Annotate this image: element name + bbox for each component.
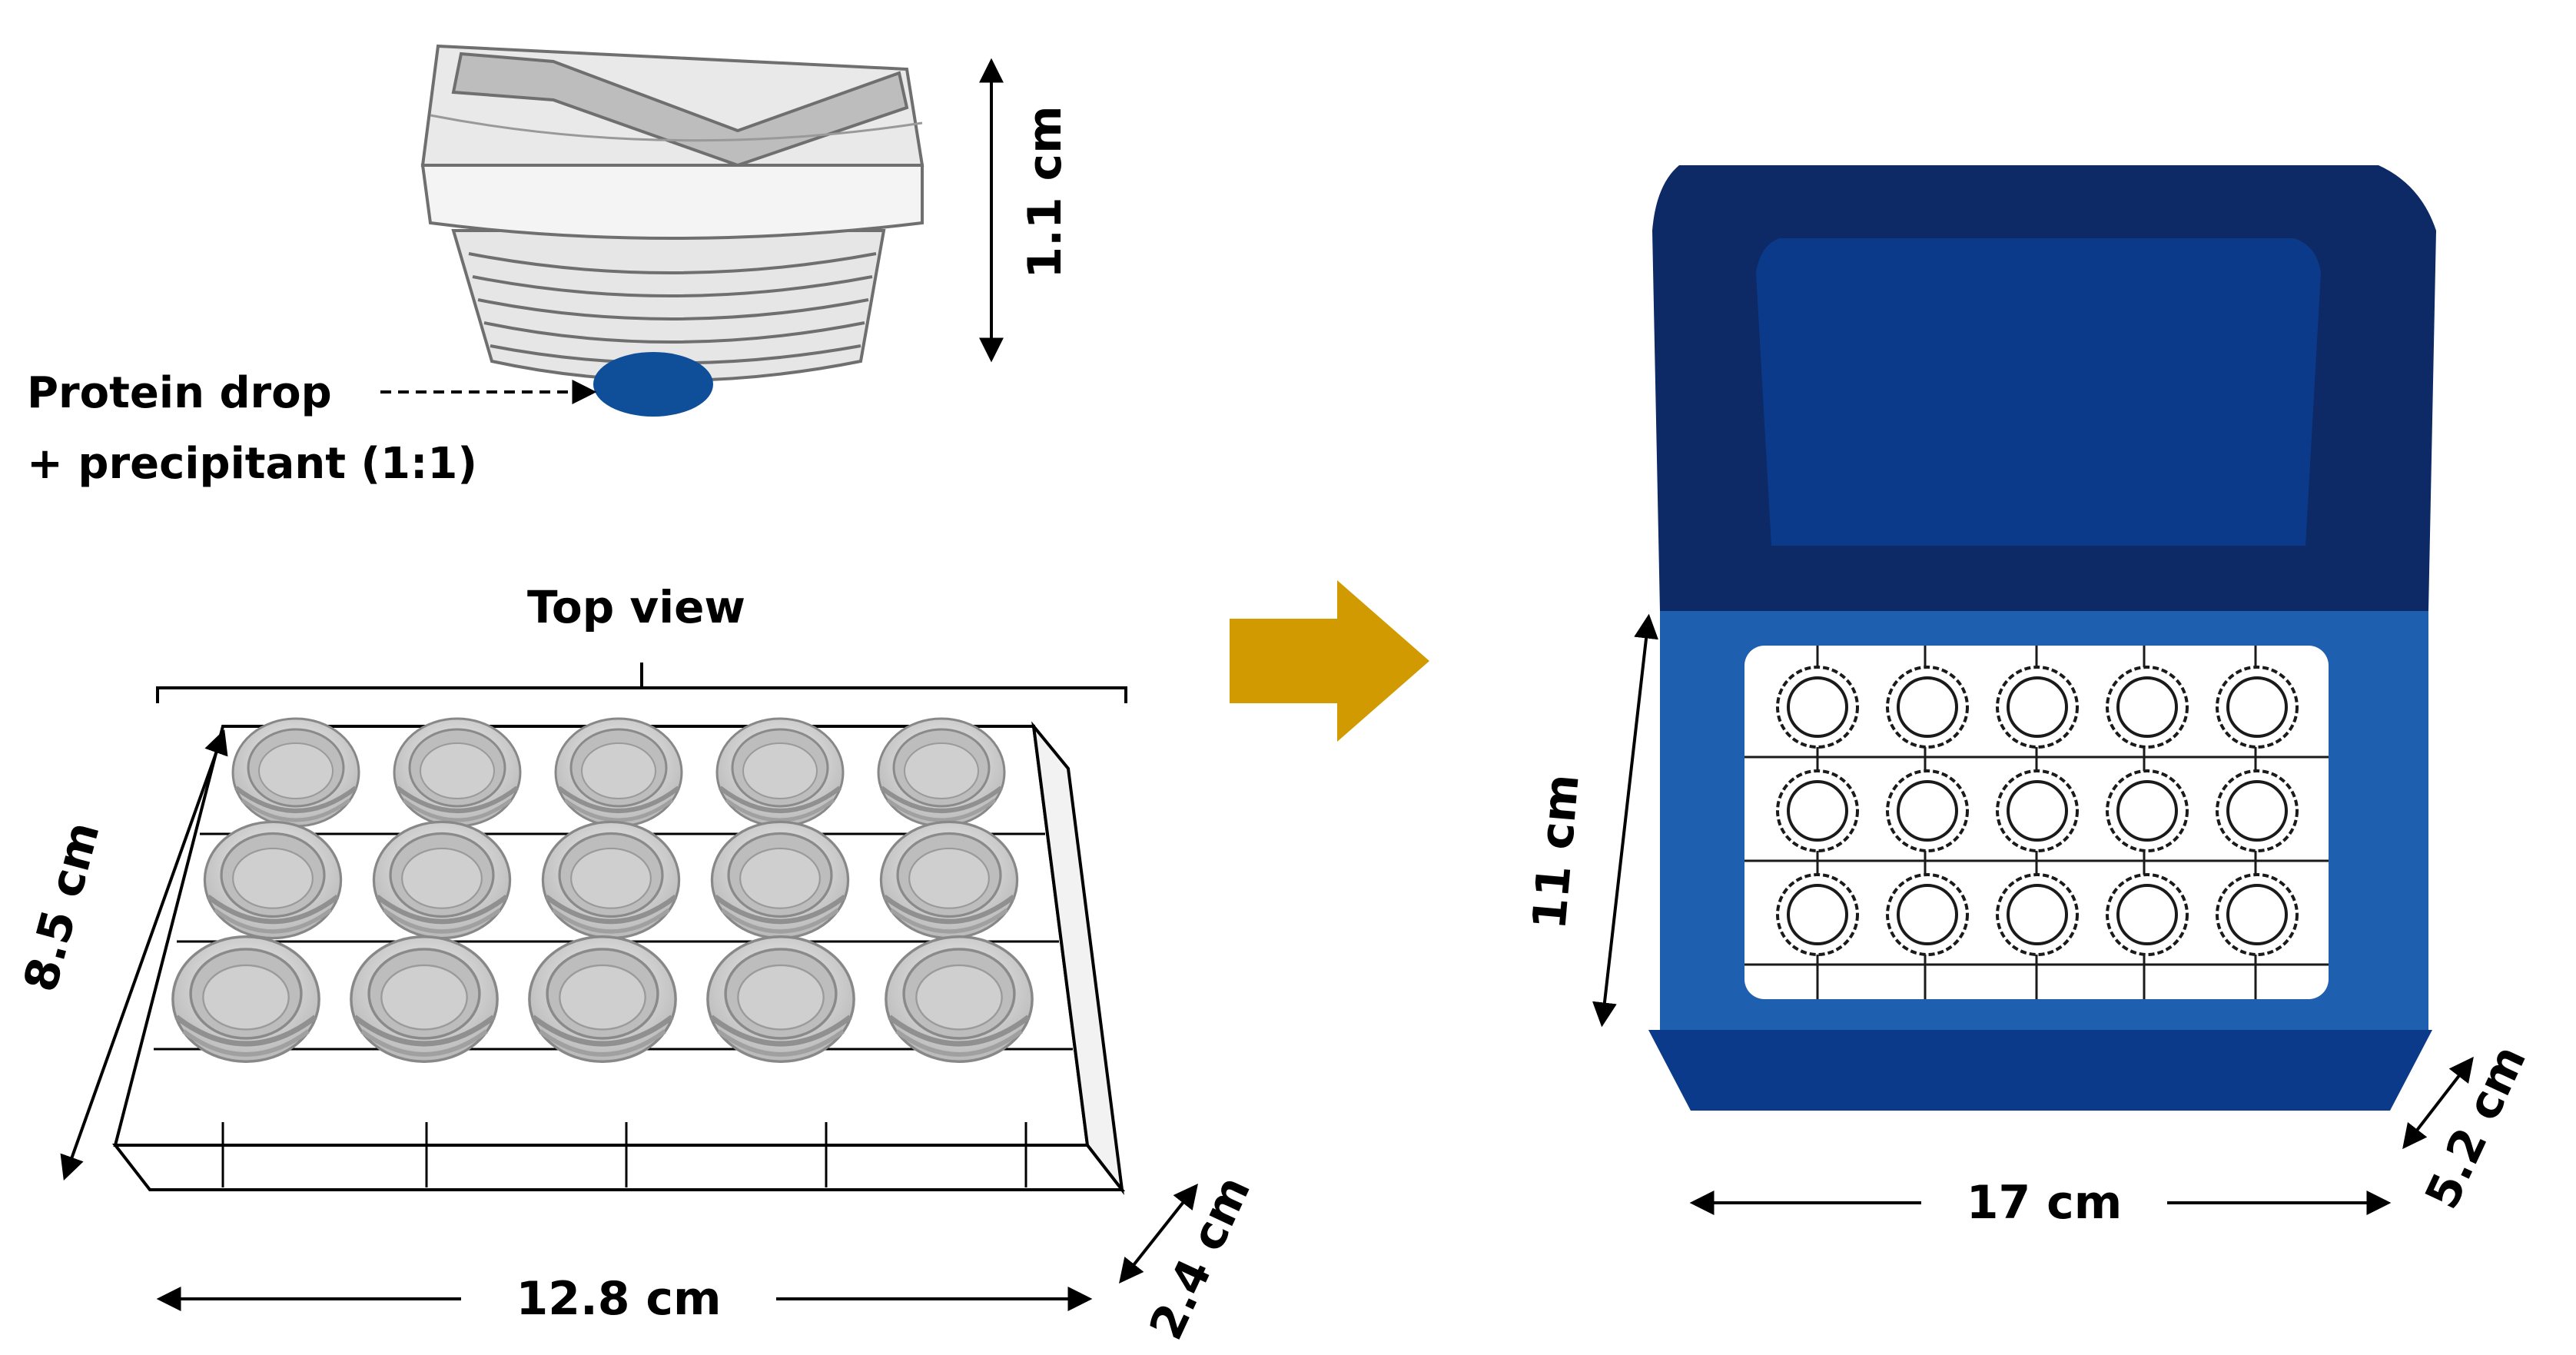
tray-cap xyxy=(881,822,1017,938)
box-cap-ring xyxy=(1776,666,1859,749)
cap-height-label: 1.1 cm xyxy=(1018,105,1072,278)
crystallization-cap xyxy=(420,44,925,382)
box-width-label: 17 cm xyxy=(1967,1176,2122,1230)
tray-cap xyxy=(712,822,848,938)
box-cap-ring xyxy=(2216,666,2299,749)
box-depth-label: 11 cm xyxy=(1522,772,1589,932)
box-cap-ring xyxy=(2216,769,2299,852)
box-cap-ring xyxy=(2216,873,2299,956)
tray-cap xyxy=(173,937,319,1061)
tray-width-label: 12.8 cm xyxy=(516,1272,721,1326)
tray-cap xyxy=(373,822,510,938)
box-depth-arrow xyxy=(1592,613,1658,1028)
tray-cap xyxy=(708,937,854,1061)
protein-drop xyxy=(593,352,713,417)
box-cap-ring xyxy=(1776,873,1859,956)
tray-cap xyxy=(543,822,679,938)
box-cap-ring xyxy=(1886,769,1969,852)
tray-cap xyxy=(529,937,676,1061)
box-cap-ring xyxy=(1886,666,1969,749)
box-cap-ring xyxy=(2106,873,2189,956)
storage-box xyxy=(1648,165,2436,1111)
tray-cap xyxy=(351,937,497,1061)
drop-label-line1: Protein drop xyxy=(27,368,332,418)
top-view-bracket xyxy=(156,663,1127,703)
box-cap-ring xyxy=(2106,769,2189,852)
box-cap-ring xyxy=(1776,769,1859,852)
tray-cap xyxy=(886,937,1032,1061)
process-arrow xyxy=(1230,580,1429,742)
drop-label-line2: + precipitant (1:1) xyxy=(27,439,477,489)
tray-height-arrow xyxy=(1119,1183,1198,1284)
tray-depth-label: 8.5 cm xyxy=(14,816,111,998)
box-cap-ring xyxy=(2106,666,2189,749)
box-height-label: 5.2 cm xyxy=(2415,1038,2538,1217)
tray-cap xyxy=(717,719,843,826)
box-cap-ring xyxy=(1996,666,2079,749)
tray-cap xyxy=(556,719,682,826)
tray-cap xyxy=(394,719,520,826)
tray-cap xyxy=(204,822,340,938)
tray-height-label: 2.4 cm xyxy=(1140,1168,1262,1348)
box-cap-ring xyxy=(1996,873,2079,956)
tray-cap xyxy=(233,719,359,826)
tray-cap xyxy=(878,719,1004,826)
box-cap-ring xyxy=(1886,873,1969,956)
box-cap-ring xyxy=(1996,769,2079,852)
box-cap-rings xyxy=(1776,666,2299,956)
tray-depth-arrow xyxy=(60,729,228,1181)
top-view-label: Top view xyxy=(527,581,745,633)
tray-caps xyxy=(173,719,1032,1061)
box-height-arrow xyxy=(2402,1056,2474,1150)
